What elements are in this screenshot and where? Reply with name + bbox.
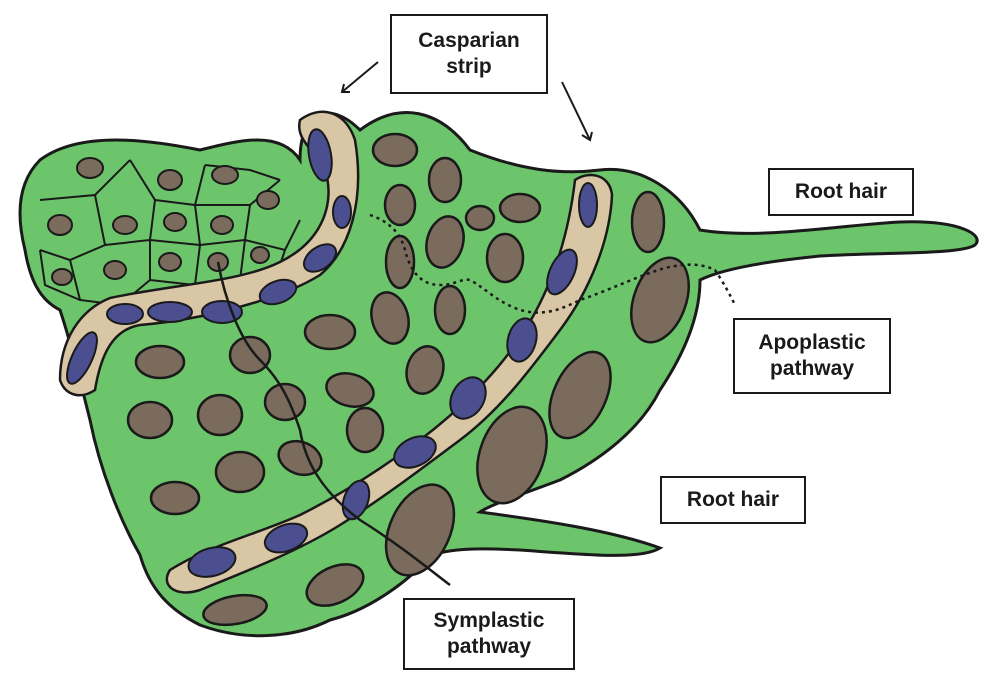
root-hair-top-label: Root hair — [768, 168, 914, 216]
root-hair-top-text: Root hair — [795, 179, 887, 205]
apoplastic-label-line2: pathway — [770, 356, 854, 382]
symplastic-label-line2: pathway — [447, 634, 531, 660]
apoplastic-pathway-label: Apoplastic pathway — [733, 318, 891, 394]
casparian-label-line2: strip — [446, 54, 492, 80]
casparian-label-line1: Casparian — [418, 28, 520, 54]
apoplastic-label-line1: Apoplastic — [758, 330, 865, 356]
root-hair-bottom-label: Root hair — [660, 476, 806, 524]
symplastic-label-line1: Symplastic — [434, 608, 545, 634]
casparian-strip-label: Casparian strip — [390, 14, 548, 94]
root-hair-bottom-text: Root hair — [687, 487, 779, 513]
symplastic-pathway-label: Symplastic pathway — [403, 598, 575, 670]
